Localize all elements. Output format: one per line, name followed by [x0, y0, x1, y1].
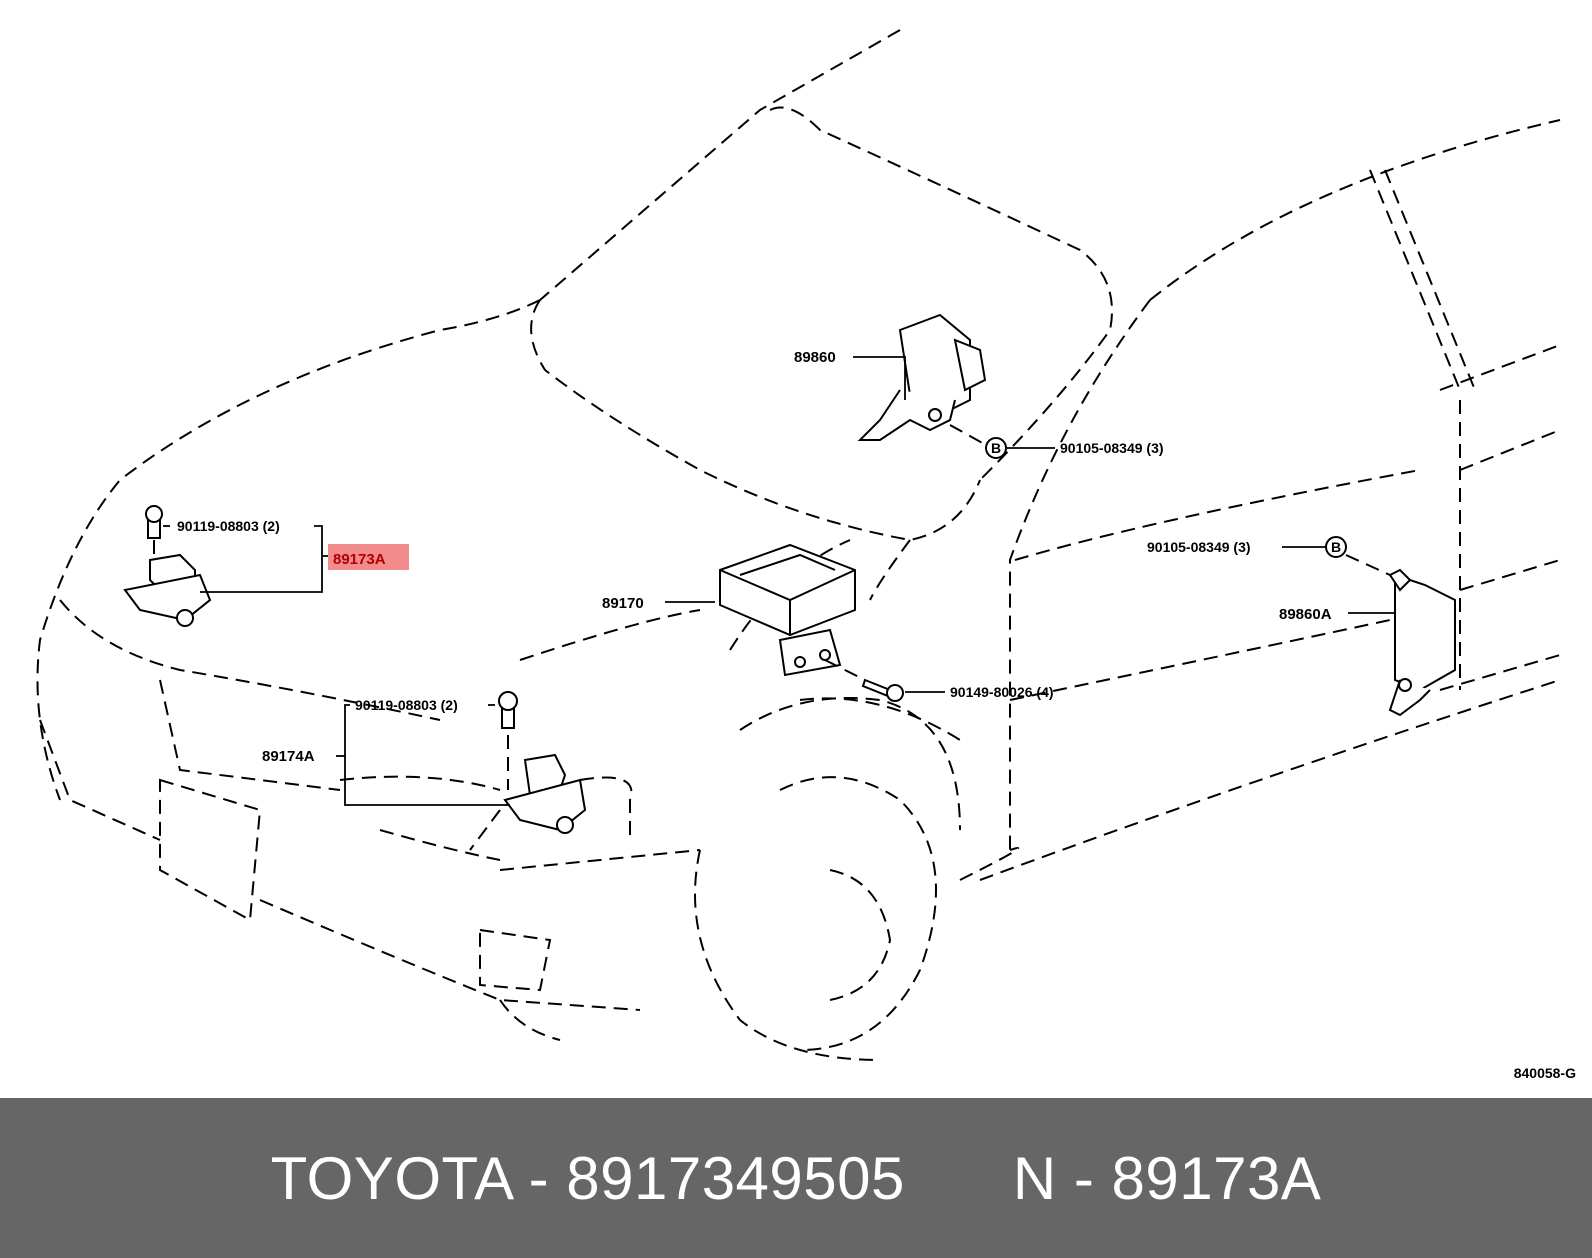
part-89173A-sensor [123, 505, 212, 627]
callout-89174A: 89174A [262, 748, 315, 765]
callout-89860A: 89860A [1279, 606, 1332, 623]
parts-diagram: B B 89860 90105-08349 (3) 90119-08803 (2… [36, 29, 1576, 1081]
callout-90119-08803-center: 90119-08803 (2) [355, 697, 458, 713]
ref-marker-b-top: B [985, 437, 1007, 459]
callout-90105-08349-top: 90105-08349 (3) [1060, 440, 1164, 456]
car-body-outline: B B 89860 90105-08349 (3) 90119-08803 (2… [36, 29, 1576, 1081]
leader-lines [153, 356, 1395, 806]
highlight-89173A [328, 544, 409, 570]
footer-brand-part-number: TOYOTA - 8917349505 [270, 1144, 905, 1212]
callout-90105-08349-right: 90105-08349 (3) [1147, 539, 1251, 555]
part-89860A-module [1388, 568, 1456, 717]
callout-90119-08803-left: 90119-08803 (2) [177, 518, 280, 534]
ref-marker-b-top-label: B [991, 440, 1001, 456]
callout-89860: 89860 [794, 349, 836, 366]
car-outline [36, 29, 1561, 1061]
callout-89170: 89170 [602, 595, 644, 612]
figure-code: 840058-G [1514, 1065, 1576, 1081]
part-89860-module [857, 313, 987, 441]
ref-marker-b-right-label: B [1331, 539, 1341, 555]
callout-89173A: 89173A [333, 551, 386, 568]
part-89170-ecu [719, 543, 856, 677]
footer-bar: TOYOTA - 8917349505 N - 89173A [0, 1098, 1592, 1258]
bolt-90149 [861, 678, 904, 702]
ref-marker-b-right: B [1325, 536, 1347, 558]
callout-90149-80026: 90149-80026 (4) [950, 684, 1054, 700]
footer-diagram-ref: N - 89173A [1012, 1144, 1322, 1212]
part-89174A-sensor [498, 691, 587, 834]
